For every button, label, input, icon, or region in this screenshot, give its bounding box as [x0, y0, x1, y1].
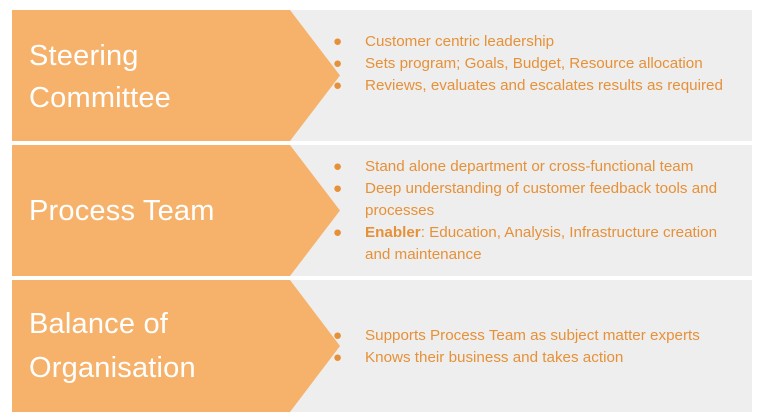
- list-item: ● Enabler: Education, Analysis, Infrastru…: [332, 222, 740, 266]
- row-balance-of-organisation: Balance of Organisation ● Supports Proces…: [12, 280, 752, 412]
- row-title: Process Team: [29, 190, 215, 232]
- bullet-list: ● Stand alone department or cross-functio…: [332, 156, 740, 266]
- list-item: ● Sets program; Goals, Budget, Resource a…: [332, 53, 740, 75]
- list-item: ● Supports Process Team as subject matter…: [332, 325, 740, 347]
- row-title-line: Committee: [29, 82, 171, 114]
- bullet-text: Customer centric leadership: [365, 33, 555, 50]
- row-title-line: Process Team: [29, 195, 215, 227]
- bullet-list: ● Customer centric leadership ● Sets progr…: [332, 31, 740, 97]
- row-title-line: Balance of: [29, 308, 169, 340]
- bullet-dot-icon: ●: [333, 158, 343, 175]
- row-title: Balance of Organisation: [29, 302, 196, 390]
- bullet-dot-icon: ●: [333, 224, 343, 241]
- list-item: ● Knows their business and takes action: [332, 347, 740, 369]
- list-item: ● Customer centric leadership: [332, 31, 740, 53]
- row-title-line: Steering: [29, 40, 139, 72]
- bullet-text: Reviews, evaluates and escalates results…: [365, 77, 723, 94]
- bullet-dot-icon: ●: [333, 180, 343, 197]
- bullet-text: Knows their business and takes action: [365, 349, 624, 366]
- chevron-shape: [12, 145, 340, 276]
- bullet-list: ● Supports Process Team as subject matter…: [332, 325, 740, 369]
- bullet-dot-icon: ●: [333, 327, 343, 344]
- bullet-dot-icon: ●: [333, 349, 343, 366]
- bullet-text: Supports Process Team as subject matter …: [365, 327, 700, 344]
- row-process-team: Process Team ● Stand alone department or …: [12, 145, 752, 276]
- chevron-shape: [12, 280, 340, 412]
- bullet-dot-icon: ●: [333, 77, 343, 94]
- chevron-shape: [12, 10, 340, 141]
- list-item: ● Deep understanding of customer feedback…: [332, 178, 740, 222]
- row-title-line: Organisation: [29, 352, 196, 384]
- bullet-text: : Education, Analysis, Infrastructure cr…: [365, 224, 718, 263]
- bullet-text: Deep understanding of customer feedback …: [365, 180, 718, 219]
- row-title: Steering Committee: [29, 35, 171, 119]
- list-item: ● Reviews, evaluates and escalates result…: [332, 75, 740, 97]
- bullet-text: Sets program; Goals, Budget, Resource al…: [365, 55, 703, 72]
- bullet-dot-icon: ●: [333, 55, 343, 72]
- bullet-text: Stand alone department or cross-function…: [365, 158, 694, 175]
- row-steering-committee: Steering Committee ● Customer centric lea…: [12, 10, 752, 141]
- bullet-bold-text: Enabler: [365, 224, 421, 241]
- list-item: ● Stand alone department or cross-functio…: [332, 156, 740, 178]
- bullet-dot-icon: ●: [333, 33, 343, 50]
